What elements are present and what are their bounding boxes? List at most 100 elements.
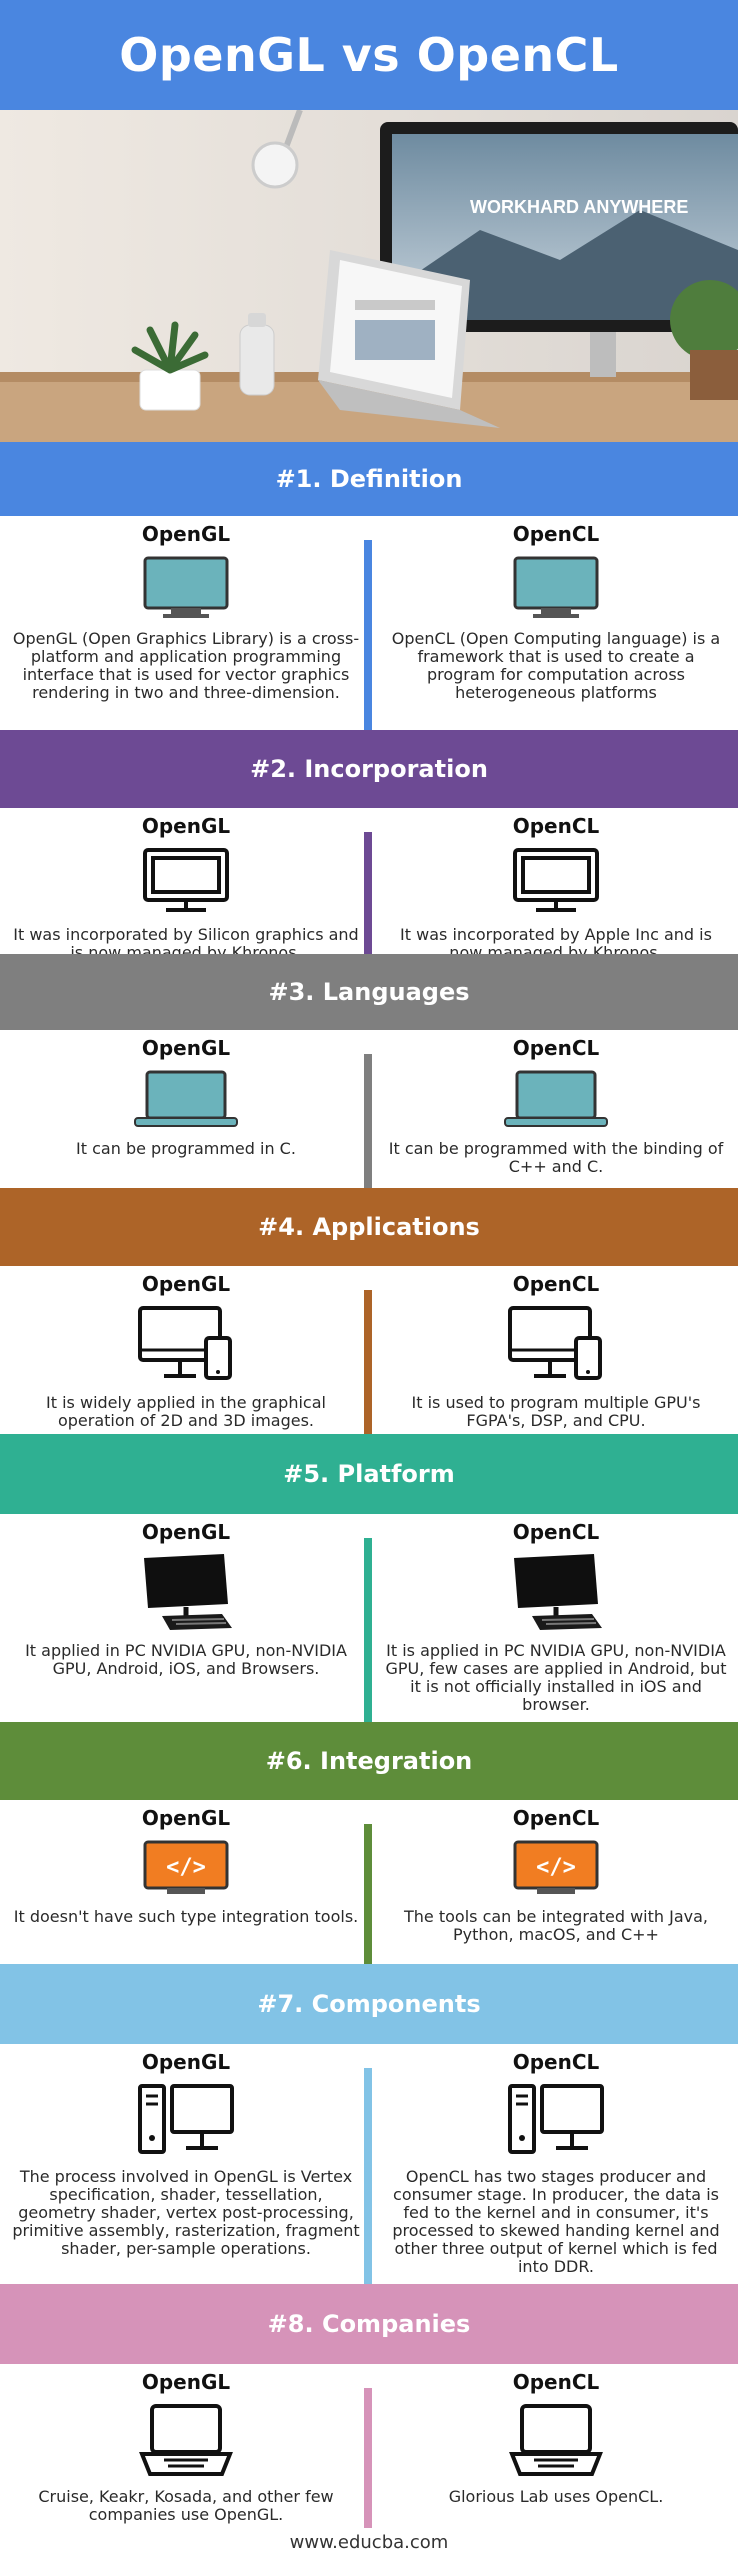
laptop-icon <box>131 1068 241 1130</box>
code-icon-glyph: </> <box>166 1855 206 1880</box>
left-column-title: OpenGL <box>141 2370 231 2394</box>
right-column-title: OpenCL <box>512 1520 600 1544</box>
column-divider <box>364 1824 372 1964</box>
section-body: OpenGL OpenGL (Open Graphics Library) is … <box>0 516 738 730</box>
left-column-title: OpenGL <box>141 1272 231 1296</box>
left-column-title: OpenGL <box>141 1520 231 1544</box>
column-divider <box>364 1538 372 1722</box>
column-divider <box>364 1290 372 1434</box>
laptop-icon <box>501 1068 611 1130</box>
section-body: OpenGL The process involved in OpenGL is … <box>0 2044 738 2284</box>
right-column-title: OpenCL <box>512 2050 600 2074</box>
right-column-title: OpenCL <box>512 1806 600 1830</box>
code-monitor-icon: </> <box>511 1838 601 1898</box>
tower-monitor-icon <box>136 2082 236 2158</box>
section-heading: #8. Companies <box>267 2310 471 2338</box>
column-divider <box>364 1054 372 1188</box>
left-column-title: OpenGL <box>141 1806 231 1830</box>
computer-keyboard-icon <box>506 1552 606 1632</box>
code-monitor-icon: </> <box>141 1838 231 1898</box>
monitor-teal-icon <box>511 554 601 620</box>
right-column: OpenCL OpenCL (Open Computing language) i… <box>376 516 736 730</box>
section-header: #8. Companies <box>0 2284 738 2364</box>
left-column: OpenGL It is widely applied in the graphi… <box>6 1266 366 1434</box>
page-title: OpenGL vs OpenCL <box>0 0 738 110</box>
left-column-text: It applied in PC NVIDIA GPU, non-NVIDIA … <box>25 1641 347 1678</box>
computer-keyboard-icon <box>136 1552 236 1632</box>
left-column-text: It can be programmed in C. <box>76 1139 296 1158</box>
right-column-text: OpenCL has two stages producer and consu… <box>392 2167 720 2276</box>
right-column: OpenCL </> The tools can be integrated wit… <box>376 1800 736 1964</box>
section-header: #3. Languages <box>0 954 738 1030</box>
desktop-phone-icon <box>136 1304 236 1384</box>
left-column: OpenGL OpenGL (Open Graphics Library) is … <box>6 516 366 730</box>
section-header: #1. Definition <box>0 442 738 516</box>
left-column-text: The process involved in OpenGL is Vertex… <box>12 2167 360 2258</box>
section-heading: #6. Integration <box>265 1747 473 1775</box>
monitor-teal-icon <box>141 554 231 620</box>
right-column-title: OpenCL <box>512 1272 600 1296</box>
left-column-title: OpenGL <box>141 814 231 838</box>
right-column: OpenCL OpenCL has two stages producer and… <box>376 2044 736 2284</box>
hero-screen-text: WORKHARD ANYWHERE <box>470 197 688 217</box>
laptop-outline-icon <box>508 2402 604 2478</box>
section-heading: #3. Languages <box>268 978 470 1006</box>
column-divider <box>364 832 372 954</box>
left-column: OpenGL It can be programmed in C. <box>6 1030 366 1188</box>
section-header: #2. Incorporation <box>0 730 738 808</box>
right-column-text: OpenCL (Open Computing language) is a fr… <box>391 629 721 702</box>
footer-url: www.educba.com <box>289 2532 449 2553</box>
right-column: OpenCL Glorious Lab uses OpenCL. <box>376 2364 736 2528</box>
column-divider <box>364 2068 372 2284</box>
section-body: OpenGL It can be programmed in C. OpenCL It… <box>0 1030 738 1188</box>
left-column-text: It doesn't have such type integration to… <box>13 1907 359 1926</box>
section-heading: #1. Definition <box>275 465 463 493</box>
column-divider <box>364 2388 372 2528</box>
section-header: #6. Integration <box>0 1722 738 1800</box>
code-icon-glyph: </> <box>536 1855 576 1880</box>
right-column: OpenCL It can be programmed with the bind… <box>376 1030 736 1188</box>
right-column-title: OpenCL <box>512 814 600 838</box>
section-heading: #4. Applications <box>258 1213 480 1241</box>
section-header: #4. Applications <box>0 1188 738 1266</box>
section-heading: #2. Incorporation <box>250 755 488 783</box>
right-column-text: Glorious Lab uses OpenCL. <box>448 2487 664 2506</box>
right-column-text: It is applied in PC NVIDIA GPU, non-NVID… <box>385 1641 727 1714</box>
left-column: OpenGL It applied in PC NVIDIA GPU, non-N… <box>6 1514 366 1722</box>
section-header: #7. Components <box>0 1964 738 2044</box>
section-heading: #7. Components <box>257 1990 481 2018</box>
hero-image: WORKHARD ANYWHERE <box>0 110 738 442</box>
left-column-text: OpenGL (Open Graphics Library) is a cros… <box>12 629 360 702</box>
section-heading: #5. Platform <box>283 1460 455 1488</box>
left-column: OpenGL Cruise, Keakr, Kosada, and other f… <box>6 2364 366 2528</box>
monitor-outline-icon <box>141 846 231 916</box>
column-divider <box>364 540 372 730</box>
section-body: OpenGL It is widely applied in the graphi… <box>0 1266 738 1434</box>
desktop-phone-icon <box>506 1304 606 1384</box>
left-column-title: OpenGL <box>141 2050 231 2074</box>
left-column-text: It is widely applied in the graphical op… <box>46 1393 326 1430</box>
right-column-title: OpenCL <box>512 2370 600 2394</box>
section-header: #5. Platform <box>0 1434 738 1514</box>
monitor-outline-icon <box>511 846 601 916</box>
workspace-photo: WORKHARD ANYWHERE <box>0 110 738 442</box>
tower-monitor-icon <box>506 2082 606 2158</box>
right-column-text: The tools can be integrated with Java, P… <box>404 1907 708 1944</box>
right-column-text: It can be programmed with the binding of… <box>388 1139 724 1176</box>
right-column: OpenCL It is used to program multiple GPU… <box>376 1266 736 1434</box>
left-column-title: OpenGL <box>141 1036 231 1060</box>
right-column: OpenCL It is applied in PC NVIDIA GPU, no… <box>376 1514 736 1722</box>
left-column: OpenGL The process involved in OpenGL is … <box>6 2044 366 2284</box>
section-body: OpenGL </> It doesn't have such type integ… <box>0 1800 738 1964</box>
section-body: OpenGL It applied in PC NVIDIA GPU, non-N… <box>0 1514 738 1722</box>
right-column-title: OpenCL <box>512 522 600 546</box>
section-body: OpenGL Cruise, Keakr, Kosada, and other f… <box>0 2364 738 2528</box>
left-column-title: OpenGL <box>141 522 231 546</box>
laptop-outline-icon <box>138 2402 234 2478</box>
right-column-title: OpenCL <box>512 1036 600 1060</box>
right-column-text: It is used to program multiple GPU's FGP… <box>411 1393 701 1430</box>
left-column-text: Cruise, Keakr, Kosada, and other few com… <box>38 2487 334 2524</box>
